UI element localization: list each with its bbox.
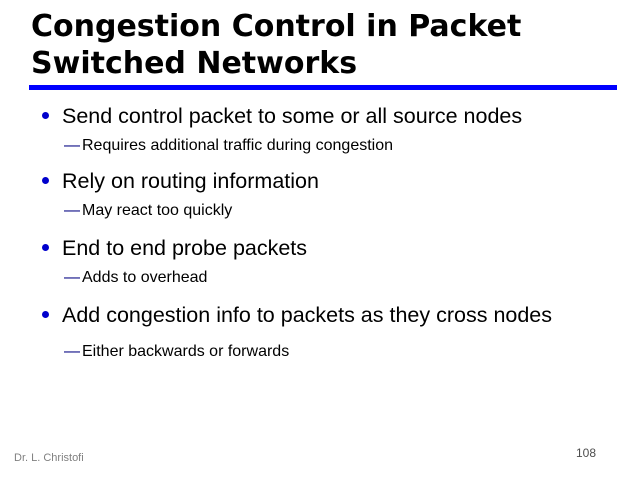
sub-bullet-item: — Adds to overhead (0, 267, 639, 289)
em-dash-icon: — (64, 343, 80, 360)
bullet-text: Rely on routing information (62, 169, 319, 193)
bullet-text: End to end probe packets (62, 236, 308, 260)
em-dash-icon: — (64, 269, 80, 286)
bullet-text: Add congestion info to packets as they c… (62, 303, 553, 327)
bullet-item: Add congestion info to packets as they c… (0, 301, 639, 329)
bullet-text: Send control packet to some or all sourc… (62, 104, 523, 128)
page-title: Congestion Control in Packet Switched Ne… (31, 9, 522, 81)
em-dash-icon: — (64, 137, 80, 154)
sub-bullet-item: — May react too quickly (0, 200, 639, 222)
sub-bullet-text: May react too quickly (82, 202, 233, 219)
bullet-item: Send control packet to some or all sourc… (0, 102, 639, 130)
slide-body: Send control packet to some or all sourc… (0, 98, 639, 363)
sub-bullet-item: — Either backwards or forwards (0, 341, 639, 363)
bullet-dot-icon (42, 112, 49, 119)
bullet-dot-icon (42, 177, 49, 184)
sub-bullet-text: Either backwards or forwards (82, 343, 290, 360)
em-dash-icon: — (64, 202, 80, 219)
bullet-dot-icon (42, 311, 49, 318)
footer-page-number: 108 (575, 446, 597, 460)
sub-bullet-text: Adds to overhead (82, 269, 208, 286)
title-block: Congestion Control in Packet Switched Ne… (31, 8, 621, 82)
title-underline-rule (29, 85, 617, 90)
bullet-item: End to end probe packets (0, 234, 639, 262)
sub-bullet-text: Requires additional traffic during conge… (82, 137, 394, 154)
bullet-dot-icon (42, 244, 49, 251)
bullet-item: Rely on routing information (0, 167, 639, 195)
sub-bullet-item: — Requires additional traffic during con… (0, 135, 639, 157)
footer-author: Dr. L. Christofi (14, 452, 84, 464)
